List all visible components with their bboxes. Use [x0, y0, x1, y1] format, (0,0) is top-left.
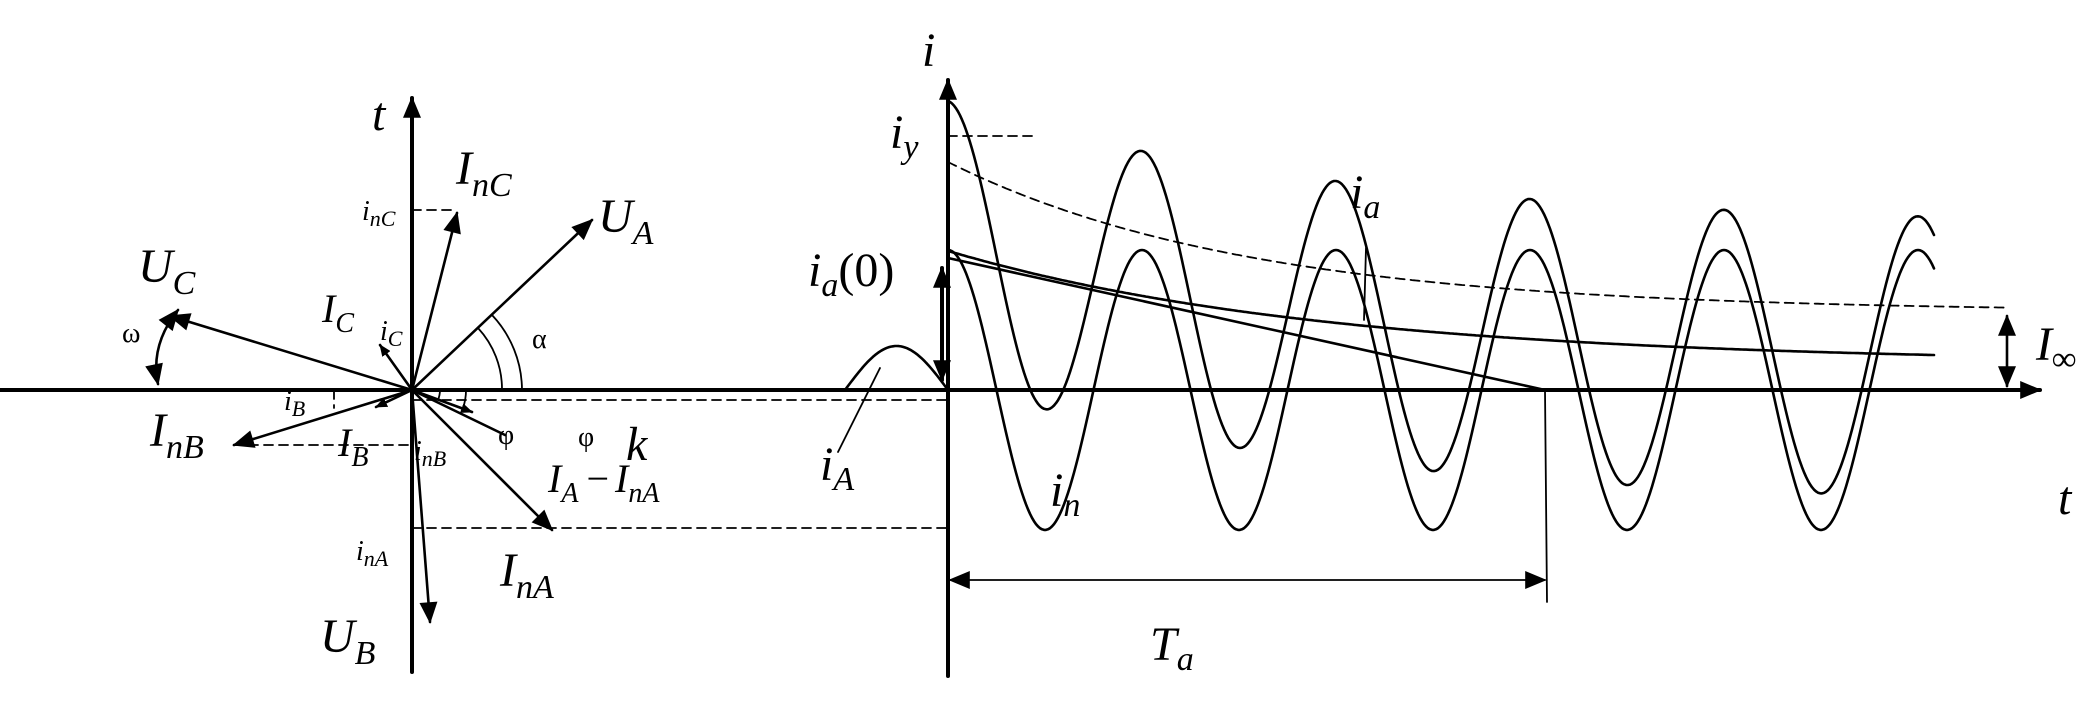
- phi-outer-label: φ: [578, 422, 594, 453]
- uc-phasor: [168, 313, 414, 392]
- phasor-t-label: t: [372, 88, 387, 141]
- envelope-curve: [947, 161, 2007, 309]
- ua-label: UA: [598, 190, 654, 252]
- k-label: k: [626, 418, 649, 471]
- periodic-current-curve: [946, 248, 1936, 532]
- inc-label: InC: [455, 142, 512, 204]
- inc-small-label: inC: [362, 196, 396, 231]
- time-axis-label: t: [2058, 472, 2073, 525]
- ib-small-label: iB: [284, 386, 305, 421]
- inb-label: InB: [149, 404, 204, 466]
- ia-label: ia: [1350, 166, 1380, 226]
- iinf-label: I∞: [2035, 318, 2076, 378]
- inc-phasor: [410, 211, 461, 392]
- k-line: [410, 388, 507, 437]
- ia-minus-ina-label: IA−InA: [547, 456, 660, 509]
- omega-arrow: [145, 308, 180, 386]
- alpha-label: α: [532, 324, 547, 355]
- ia-leader: [1363, 247, 1367, 321]
- tangent-line: [946, 256, 1547, 392]
- total-current-curve: [946, 99, 1936, 495]
- ia0-label: ia(0): [808, 244, 894, 304]
- iA-label: iA: [820, 438, 854, 498]
- alpha-arc: [491, 314, 523, 391]
- phi-arc: [462, 389, 467, 409]
- ina-label: InA: [499, 544, 554, 606]
- ina-phasor: [410, 388, 554, 532]
- ic-label: IC: [321, 286, 354, 339]
- ua-phasor: [410, 218, 594, 392]
- ina-small-label: inA: [356, 536, 389, 571]
- current-waveforms: i t iy ia(0) ia I∞ iA in Ta: [808, 24, 2076, 678]
- iA-leader: [837, 367, 881, 453]
- ta-label: Ta: [1150, 618, 1194, 678]
- omega-label: ω: [122, 318, 140, 349]
- ib-label: IB: [337, 420, 368, 473]
- in-label: in: [1050, 464, 1080, 524]
- phi-inner-label: φ: [498, 420, 514, 451]
- aperiodic-current-curve: [946, 249, 1936, 357]
- inb-phasor: [232, 388, 414, 448]
- inb-small-label: inB: [414, 436, 446, 471]
- ic-phasor: [378, 343, 414, 392]
- ub-phasor: [410, 388, 438, 624]
- current-axis-label: i: [922, 24, 935, 77]
- iy-label: iy: [890, 106, 919, 166]
- uc-label: UC: [138, 240, 196, 302]
- prefault-current-curve: [843, 344, 949, 392]
- phasor-diagram: t UA InC UC UB InB InA IC IB IA−InA inC …: [0, 88, 2042, 674]
- ib-phasor: [374, 388, 414, 409]
- ic-small-label: iC: [380, 316, 403, 351]
- ub-label: UB: [320, 610, 376, 672]
- ta-drop-line: [1544, 389, 1548, 603]
